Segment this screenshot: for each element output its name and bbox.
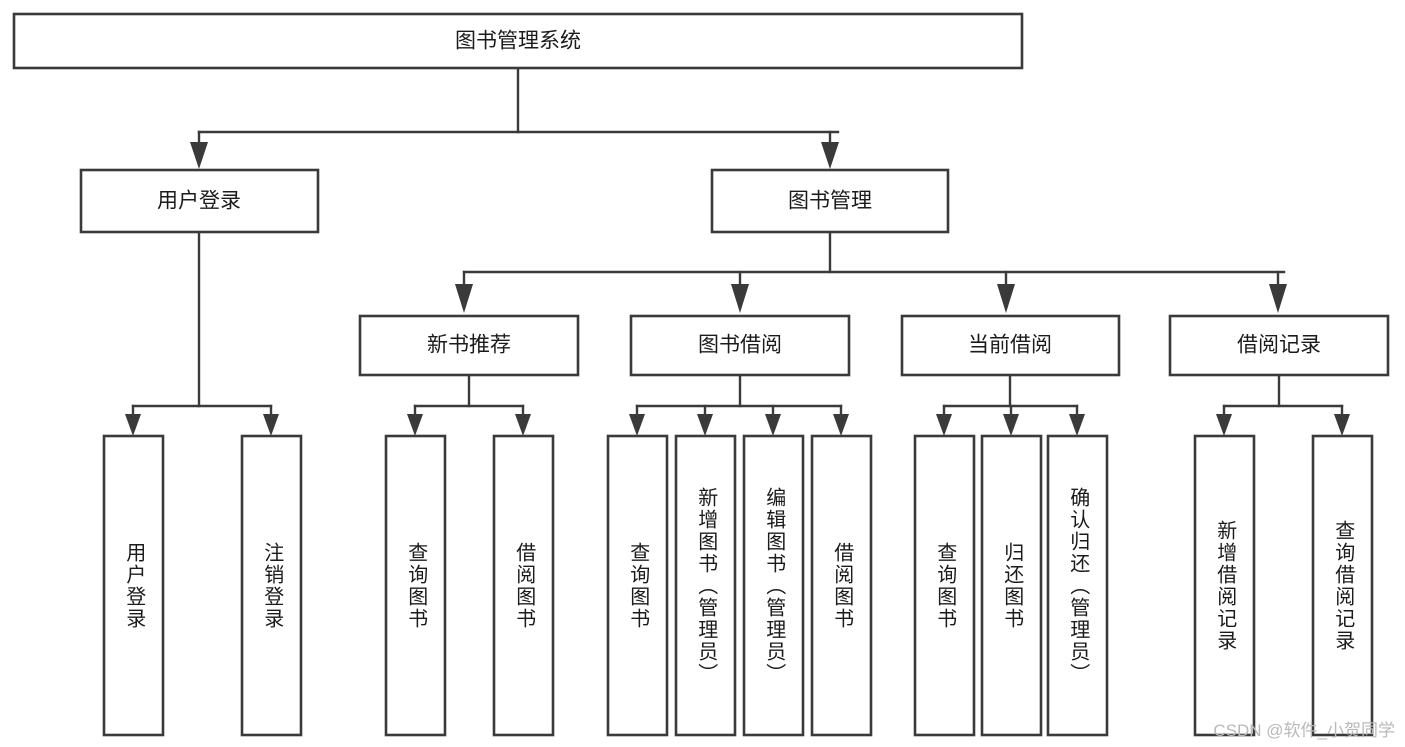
edges-currentborrow-to-leaves xyxy=(936,373,1085,436)
node-new-book-box[interactable] xyxy=(358,314,580,377)
leaf-bb-query-box[interactable] xyxy=(606,434,669,737)
leaf-bb-edit-label: 编辑图书（管理员） xyxy=(763,487,786,685)
leaf-nb-query-label: 查询图书 xyxy=(405,542,428,630)
arrow-head-new-book xyxy=(455,284,473,313)
leaf-cb-confirm-box[interactable] xyxy=(1046,434,1109,737)
node-book-borrow-label: 图书借阅 xyxy=(698,334,782,357)
node-new-book-label: 新书推荐 xyxy=(427,334,511,357)
leaf-bb-add[interactable]: 新增图书（管理员） xyxy=(674,434,737,737)
leaf-nb-borrow[interactable]: 借阅图书 xyxy=(492,434,555,737)
leaf-user-logout[interactable]: 注销登录 xyxy=(240,434,303,737)
node-borrow-record-label: 借阅记录 xyxy=(1237,334,1321,357)
arrow-head-book-manage xyxy=(821,142,839,169)
edges-newbook-to-leaves xyxy=(407,373,531,436)
arrow-head-leaf-user-logout xyxy=(263,414,279,436)
leaf-cb-query[interactable]: 查询图书 xyxy=(913,434,976,737)
leaf-bb-edit[interactable]: 编辑图书（管理员） xyxy=(742,434,805,737)
node-user-login-box[interactable] xyxy=(79,168,320,234)
arrow-head-leaf-cb-confirm xyxy=(1069,414,1085,436)
leaf-bb-borrow[interactable]: 借阅图书 xyxy=(810,434,873,737)
node-current-borrow[interactable]: 当前借阅 xyxy=(900,314,1121,377)
leaf-user-login-label: 用户登录 xyxy=(123,542,146,630)
node-current-borrow-box[interactable] xyxy=(900,314,1121,377)
leaf-cb-return[interactable]: 归还图书 xyxy=(980,434,1043,737)
arrow-head-leaf-nb-query xyxy=(407,414,423,436)
leaf-cb-query-box[interactable] xyxy=(913,434,976,737)
leaf-cb-query-label: 查询图书 xyxy=(934,542,957,630)
leaf-bb-borrow-box[interactable] xyxy=(810,434,873,737)
edges-borrowrecord-to-leaves xyxy=(1216,373,1350,436)
node-current-borrow-label: 当前借阅 xyxy=(968,334,1052,357)
arrow-head-leaf-bb-borrow xyxy=(833,414,849,436)
arrow-head-leaf-user-login xyxy=(125,414,141,436)
node-user-login-label: 用户登录 xyxy=(157,190,241,213)
node-book-manage-box[interactable] xyxy=(710,168,950,234)
node-borrow-record-box[interactable] xyxy=(1168,314,1390,377)
leaf-cb-confirm[interactable]: 确认归还（管理员） xyxy=(1046,434,1109,737)
leaf-bb-add-label: 新增图书（管理员） xyxy=(695,487,718,685)
node-borrow-record[interactable]: 借阅记录 xyxy=(1168,314,1390,377)
edges-bookmanage-to-level3 xyxy=(455,230,1287,313)
leaf-bb-borrow-label: 借阅图书 xyxy=(831,542,854,630)
edges-userlogin-to-leaves xyxy=(125,230,279,436)
leaf-user-login[interactable]: 用户登录 xyxy=(102,434,165,737)
leaf-user-logout-box[interactable] xyxy=(240,434,303,737)
node-book-borrow[interactable]: 图书借阅 xyxy=(629,314,851,377)
node-book-borrow-box[interactable] xyxy=(629,314,851,377)
arrow-head-current-borrow xyxy=(997,284,1015,313)
leaf-br-query-label: 查询借阅记录 xyxy=(1332,520,1355,652)
node-book-manage[interactable]: 图书管理 xyxy=(710,168,950,234)
edges-root-to-level2 xyxy=(190,66,840,169)
leaf-br-query-box[interactable] xyxy=(1311,434,1374,737)
arrow-head-borrow-record xyxy=(1269,284,1287,313)
arrow-head-leaf-cb-query xyxy=(936,414,952,436)
leaf-nb-borrow-label: 借阅图书 xyxy=(513,542,536,630)
arrow-head-leaf-nb-borrow xyxy=(515,414,531,436)
leaf-br-query[interactable]: 查询借阅记录 xyxy=(1311,434,1374,737)
leaf-cb-return-label: 归还图书 xyxy=(1001,542,1024,630)
leaf-bb-query[interactable]: 查询图书 xyxy=(606,434,669,737)
leaf-nb-query[interactable]: 查询图书 xyxy=(384,434,447,737)
node-root[interactable]: 图书管理系统 xyxy=(12,12,1024,70)
arrow-head-leaf-br-add xyxy=(1216,414,1232,436)
arrow-head-leaf-br-query xyxy=(1334,414,1350,436)
node-user-login[interactable]: 用户登录 xyxy=(79,168,320,234)
arrow-head-user-login xyxy=(190,142,208,169)
leaf-bb-query-label: 查询图书 xyxy=(627,542,650,630)
leaf-cb-return-box[interactable] xyxy=(980,434,1043,737)
arrow-head-leaf-cb-return xyxy=(1003,414,1019,436)
leaf-br-add-label: 新增借阅记录 xyxy=(1214,520,1237,652)
leaf-cb-confirm-label: 确认归还（管理员） xyxy=(1067,487,1090,685)
leaf-br-add-box[interactable] xyxy=(1193,434,1256,737)
node-root-label: 图书管理系统 xyxy=(455,30,581,53)
arrow-head-book-borrow xyxy=(731,284,749,313)
node-new-book[interactable]: 新书推荐 xyxy=(358,314,580,377)
leaf-br-add[interactable]: 新增借阅记录 xyxy=(1193,434,1256,737)
leaf-nb-borrow-box[interactable] xyxy=(492,434,555,737)
edges-bookborrow-to-leaves xyxy=(629,373,849,436)
node-book-manage-label: 图书管理 xyxy=(788,190,872,213)
leaf-nb-query-box[interactable] xyxy=(384,434,447,737)
leaf-user-login-box[interactable] xyxy=(102,434,165,737)
leaf-user-logout-label: 注销登录 xyxy=(261,542,284,630)
arrow-head-leaf-bb-edit xyxy=(765,414,781,436)
leaf-bb-edit-box[interactable] xyxy=(742,434,805,737)
arrow-head-leaf-bb-query xyxy=(629,414,645,436)
node-root-box[interactable] xyxy=(12,12,1024,70)
leaf-bb-add-box[interactable] xyxy=(674,434,737,737)
arrow-head-leaf-bb-add xyxy=(697,414,713,436)
